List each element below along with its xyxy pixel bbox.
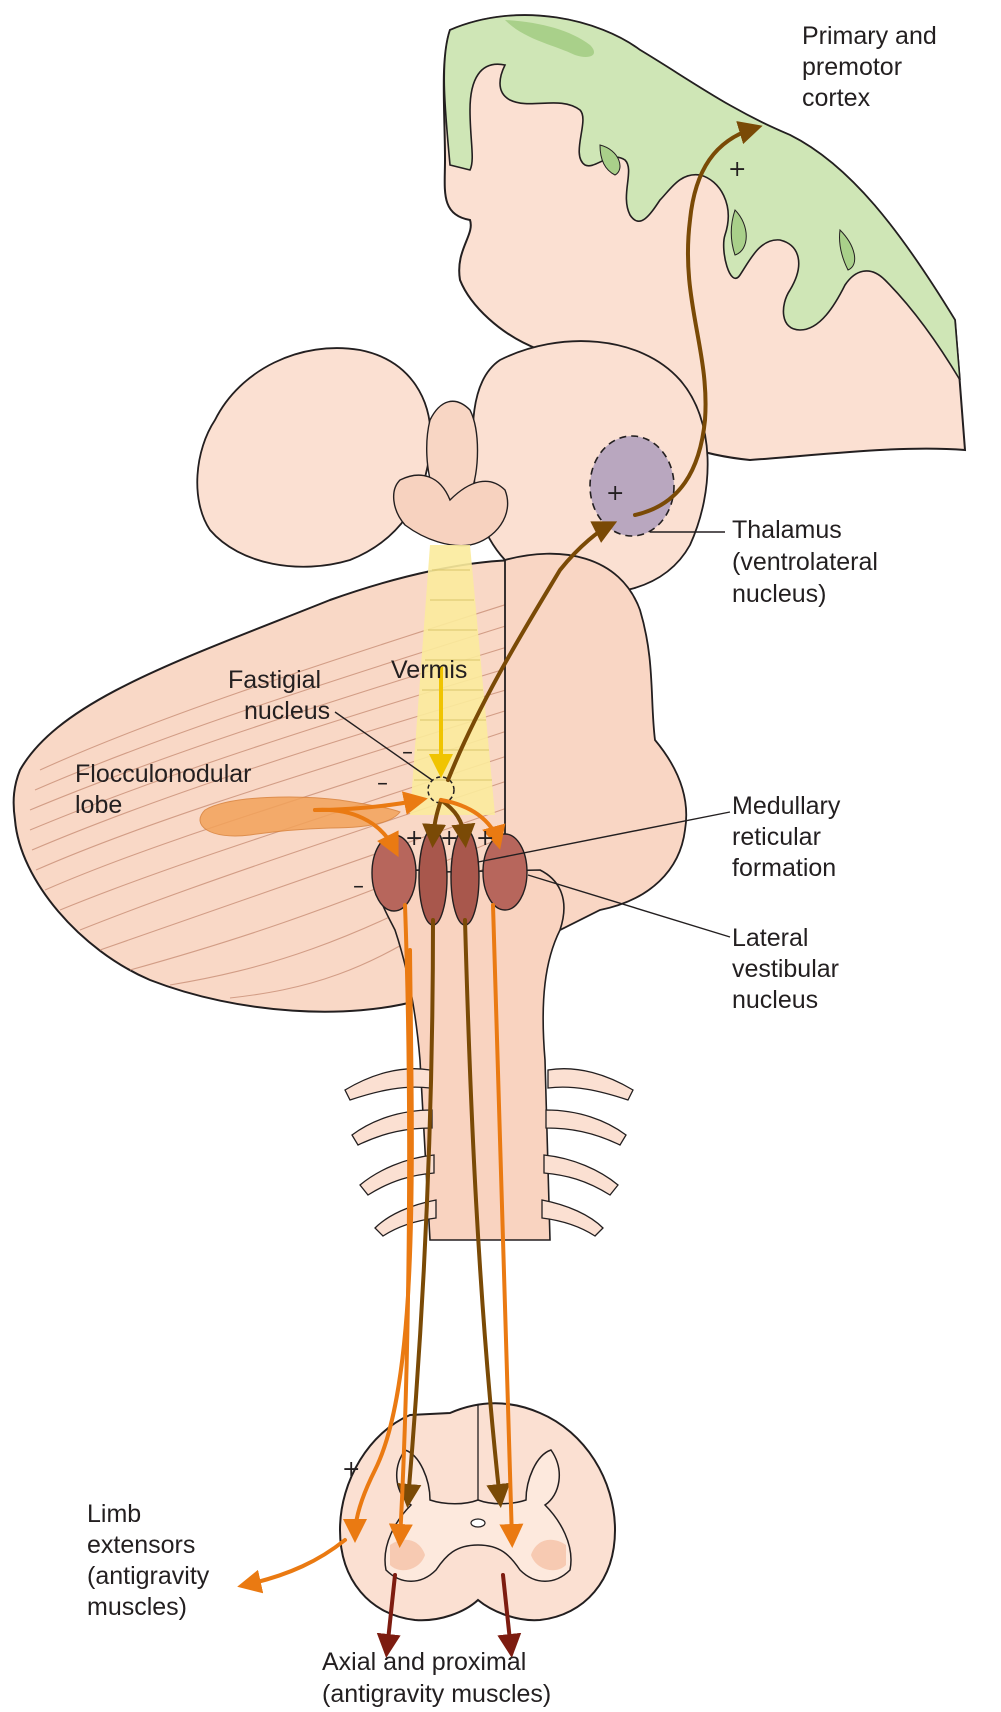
cortex-label: Primary and premotor cortex [802, 22, 944, 112]
minus-sign-vermis: – [402, 740, 413, 765]
cortex-sulcus [505, 20, 595, 57]
limb-extensor-output-arrow [237, 1538, 347, 1594]
reticular-leader [477, 811, 731, 863]
spinal-gray-matter [384, 1449, 572, 1582]
reticulospinal-right-tract [463, 918, 511, 1508]
pathways [237, 121, 763, 1658]
spinal-cord-section [338, 1402, 617, 1622]
fastigial-leader [334, 711, 433, 781]
plus-sign-cortex: + [728, 157, 746, 182]
vermis-label: Vermis [391, 656, 467, 684]
vestibular-leader [527, 874, 731, 938]
vermis [410, 545, 495, 815]
vermis-folia [414, 569, 492, 781]
colliculi [393, 474, 509, 547]
cortex-gray-matter [443, 14, 961, 381]
cortex-sulcus [599, 144, 856, 271]
flocculonodular-lobe [199, 796, 401, 837]
central-canal [470, 1518, 486, 1528]
leader-lines [334, 531, 731, 938]
vestibulospinal-right-tract [491, 903, 524, 1548]
thalamus-tissue-left [196, 347, 432, 568]
plus-sign-thalamus: + [606, 481, 624, 506]
flocculonodular-label: Flocculonodular lobe [75, 760, 258, 819]
plus-sign-reticular-left: + [405, 826, 423, 851]
vestibulospinal-limb-tract [343, 948, 414, 1543]
vestibular-label: Lateral vestibular nucleus [732, 924, 846, 1014]
minus-sign-flocculus: – [377, 771, 388, 796]
axial-output-right-arrow [497, 1573, 522, 1658]
limb-extensors-label: Limb extensors (antigravity muscles) [87, 1500, 216, 1621]
thalamus-tissue-right [471, 340, 709, 595]
fastigial-to-vestibular-right-arrow [439, 798, 506, 850]
plus-sign-reticular-mid: + [440, 826, 458, 851]
thalamus-block [196, 340, 709, 595]
vestibulospinal-left-tract [388, 903, 413, 1548]
reticulospinal-left-tract [397, 918, 435, 1508]
spinal-nerve-roots [344, 1068, 634, 1237]
plus-sign-vestibular-right: + [476, 826, 494, 851]
flocculus-to-vestibular-arrow [313, 807, 399, 858]
ventral-horn-right-highlight [531, 1539, 566, 1571]
brainstem-pons [504, 552, 688, 933]
axial-output-left-arrow [376, 1573, 401, 1658]
thalamus-ventrolateral-nucleus [589, 435, 675, 537]
minus-sign-vestibular-left: – [353, 874, 364, 899]
fastigial-nucleus [427, 776, 455, 804]
fastigial-to-thalamus-arrow [446, 521, 618, 782]
thalamus-label: Thalamus (ventrolateral nucleus) [732, 516, 885, 608]
fastigial-label: Fastigial nucleus [228, 666, 330, 725]
fastigial-to-reticular-left-arrow [422, 798, 447, 848]
thalamus-to-cortex-arrow [633, 121, 763, 517]
reticular-label: Medullary reticular formation [732, 792, 847, 882]
plus-sign-spinal: + [342, 1457, 360, 1482]
synapse-signs: + + – – + + + – + [342, 157, 746, 1482]
axial-proximal-label: Axial and proximal (antigravity muscles) [322, 1648, 551, 1708]
labels: Primary and premotor cortex Thalamus (ve… [75, 22, 944, 1708]
